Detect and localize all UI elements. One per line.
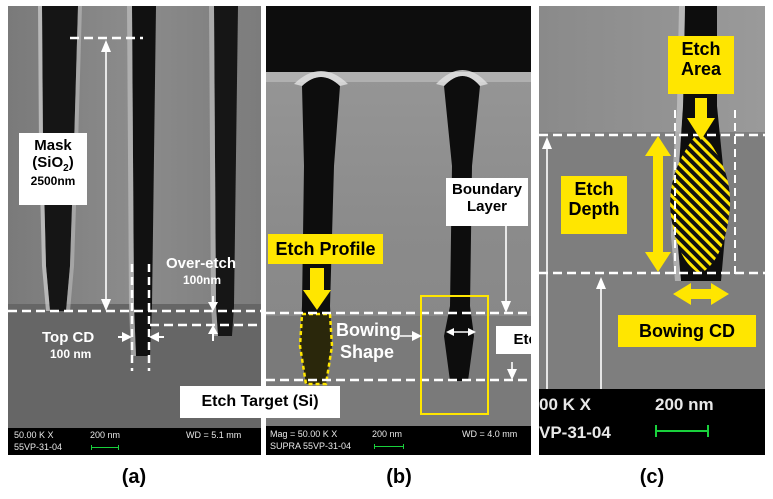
trench-3 [214, 6, 238, 336]
etch-depth-label-2: Depth [568, 198, 620, 219]
etch-area-label-box: Etch Area [668, 36, 734, 94]
panel-a-scale-bar [91, 445, 119, 450]
panel-a-magnification: 50.00 K X [14, 430, 54, 440]
topcd-label: Top CD [42, 329, 95, 346]
caption-b: (b) [386, 466, 412, 488]
etch-target-label: Etch Target (Si) [180, 386, 340, 418]
bowing-box [420, 295, 489, 415]
mask-label-box: Mask (SiO2) 2500nm [19, 133, 87, 205]
panel-b-scale-bar [374, 444, 404, 449]
etch-depth-label-box: Etch Depth [561, 176, 627, 234]
bowing-label-1: Bowing [336, 320, 401, 340]
panel-c-sem-image: Etch Area Etch Depth Bowing CD 00 K X 20… [539, 6, 765, 455]
boundary-layer-label-1: Boundary [451, 181, 522, 198]
etch-front-label: Etch Front [496, 326, 531, 354]
etch-depth-label-1: Etch [574, 179, 614, 199]
panel-a-micrograph [8, 6, 261, 455]
mask-label: Mask [34, 137, 72, 154]
panel-c-micrograph [539, 6, 765, 455]
panel-a-scale-label: 200 nm [90, 430, 121, 440]
trench-1 [300, 77, 340, 384]
overetch-label: Over-etch [166, 255, 237, 272]
panel-a-sem-image: Mask (SiO2) 2500nm Over-etch 100nm Top C… [8, 6, 261, 455]
panel-b-instrument-id: SUPRA 55VP-31-04 [270, 441, 352, 451]
panel-c-info-bar: 00 K X 200 nm VP-31-04 [539, 389, 765, 455]
panel-a-instrument-id: 55VP-31-04 [14, 442, 63, 452]
panel-b-scale-label: 200 nm [372, 429, 403, 439]
boundary-layer-label-box: Boundary Layer [446, 178, 528, 226]
mask-thickness: 2500nm [30, 173, 76, 188]
panel-b-sem-image: Etch Profile Boundary Layer Bowing Shape… [266, 6, 531, 455]
etch-area-label-2: Area [680, 58, 722, 79]
caption-a: (a) [121, 466, 147, 488]
panel-c-magnification: 00 K X [539, 395, 591, 414]
panel-a-info-bar: 50.00 K X 200 nm WD = 5.1 mm 55VP-31-04 [8, 428, 261, 455]
boundary-layer-label-2: Layer [466, 198, 508, 216]
panel-b-micrograph [266, 6, 531, 455]
overetch-value: 100nm [183, 273, 222, 287]
panel-a-working-distance: WD = 5.1 mm [186, 430, 242, 440]
panel-b-info-bar: Mag = 50.00 K X 200 nm WD = 4.0 mm SUPRA… [266, 426, 531, 455]
sio2-label: (SiO2) [32, 154, 74, 175]
etch-profile-outline [298, 312, 334, 386]
etch-profile-label: Etch Profile [268, 234, 383, 264]
panel-c-instrument-id: VP-31-04 [539, 423, 611, 442]
etch-area-hatched [670, 130, 731, 274]
etch-area-label-1: Etch [681, 39, 721, 59]
caption-c: (c) [639, 466, 665, 488]
panel-c-scale-bar [655, 425, 709, 437]
bowing-cd-label: Bowing CD [618, 315, 756, 347]
trench-2 [444, 76, 480, 381]
topcd-value: 100 nm [50, 347, 92, 361]
panel-c-scale-label: 200 nm [655, 395, 714, 414]
bowing-label-2: Shape [340, 342, 395, 362]
panel-b-magnification: Mag = 50.00 K X [270, 429, 338, 439]
panel-b-working-distance: WD = 4.0 mm [462, 429, 518, 439]
